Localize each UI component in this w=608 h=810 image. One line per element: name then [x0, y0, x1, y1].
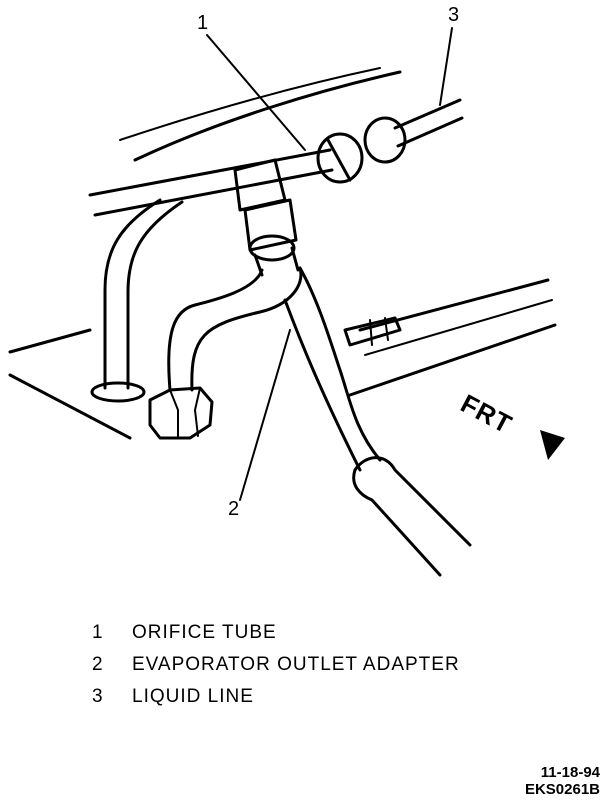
- legend-item: 3 LIQUID LINE: [92, 686, 460, 718]
- callout-2: 2: [228, 498, 240, 520]
- legend-number: 3: [92, 686, 104, 707]
- callout-leader: [439, 27, 453, 106]
- drawing-reference: 11-18-94 EKS0261B: [525, 764, 600, 798]
- bolt-fitting: [343, 316, 402, 347]
- liquid-line: [93, 168, 334, 217]
- tee-fitting: [243, 198, 298, 252]
- liquid-line: [393, 98, 462, 130]
- legend-number: 1: [92, 622, 104, 643]
- hose: [352, 468, 442, 577]
- legend-text: EVAPORATOR OUTLET ADAPTER: [132, 654, 460, 675]
- panel-line: [8, 328, 92, 354]
- legend-text: LIQUID LINE: [132, 686, 254, 707]
- fitting-nut: [316, 132, 364, 184]
- drawing-code: EKS0261B: [524, 781, 600, 798]
- evaporator-pipe: [103, 198, 162, 390]
- adapter-pipe: [167, 268, 264, 392]
- orifice-tube-illustration: [8, 27, 565, 577]
- legend-text: ORIFICE TUBE: [132, 622, 277, 643]
- pipe-base: [90, 381, 146, 403]
- legend-item: 2 EVAPORATOR OUTLET ADAPTER: [92, 654, 460, 686]
- callout-3: 3: [448, 4, 460, 26]
- callout-1: 1: [197, 12, 209, 34]
- hose: [353, 456, 472, 547]
- panel-line: [364, 299, 553, 356]
- fitting-nut: [363, 116, 407, 164]
- adapter-pipe: [298, 266, 382, 462]
- drawing-date: 11-18-94: [540, 764, 600, 781]
- legend: 1 ORIFICE TUBE 2 EVAPORATOR OUTLET ADAPT…: [92, 622, 460, 718]
- adapter-pipe: [190, 266, 303, 392]
- panel-line: [8, 373, 132, 440]
- panel-line: [348, 323, 557, 397]
- evaporator-pipe: [126, 200, 184, 390]
- liquid-line: [396, 116, 464, 148]
- panel-line: [119, 67, 381, 141]
- adapter-pipe: [283, 298, 362, 472]
- legend-item: 1 ORIFICE TUBE: [92, 622, 460, 654]
- front-arrow-icon: [540, 430, 565, 460]
- liquid-line: [88, 148, 332, 197]
- hex-nut: [148, 386, 214, 440]
- callout-leader: [206, 34, 306, 151]
- callout-leader: [239, 329, 291, 501]
- panel-line: [358, 278, 550, 332]
- legend-number: 2: [92, 654, 104, 675]
